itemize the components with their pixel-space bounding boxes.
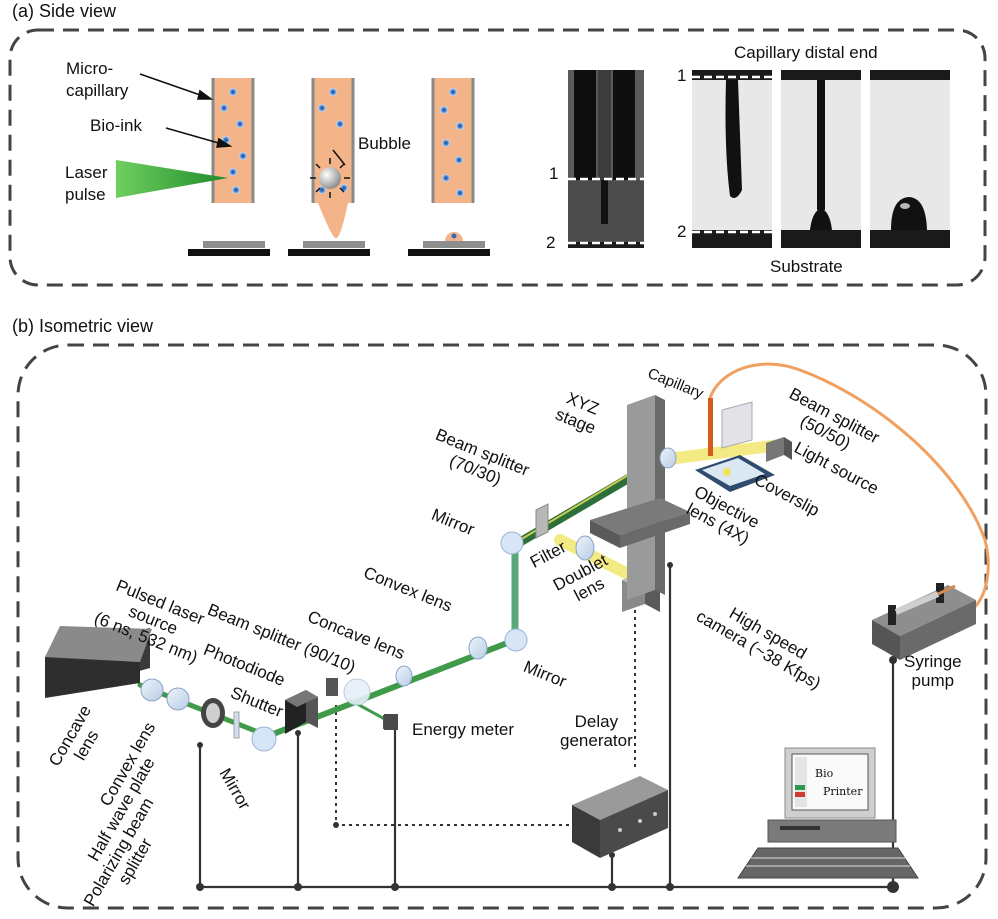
capillary-stage-2 xyxy=(288,78,370,256)
label-microcapillary: Micro- capillary xyxy=(66,59,129,100)
laser-pulse-beam xyxy=(116,160,228,198)
high-speed-image-sequence-right xyxy=(692,70,950,248)
label-delay-generator: Delay generator xyxy=(560,712,633,750)
syringe-pump xyxy=(872,583,976,660)
panel-b-title: (b) Isometric view xyxy=(12,316,154,336)
bubble-icon xyxy=(319,167,341,189)
mark-1-right: 1 xyxy=(677,66,687,85)
objective-coverslip xyxy=(659,447,775,492)
mark-1-left: 1 xyxy=(549,164,559,183)
optics-middle xyxy=(395,503,595,687)
screen-text-bio: Bio xyxy=(815,767,834,780)
label-bubble: Bubble xyxy=(358,134,411,153)
mark-2-left: 2 xyxy=(546,233,556,252)
label-syringe-pump: Syringe pump xyxy=(904,652,962,690)
expansion-arrows xyxy=(310,158,350,198)
high-speed-image-sequence-left xyxy=(568,70,644,248)
energy-meter-head xyxy=(384,714,398,730)
capillary-stage-1 xyxy=(188,78,270,256)
capillary-tube xyxy=(708,362,990,618)
capillary-stage-3 xyxy=(408,78,490,256)
shutter xyxy=(285,690,318,734)
delay-generator xyxy=(572,776,668,858)
panel-b-frame xyxy=(16,343,988,910)
xyz-stage xyxy=(590,395,690,600)
screen-text-printer: Printer xyxy=(823,785,863,798)
label-laser-pulse: Laser pulse xyxy=(65,163,108,204)
wire-junctions xyxy=(196,562,899,893)
beam-splitter-50-50 xyxy=(721,401,792,462)
mark-2-right: 2 xyxy=(677,222,687,241)
label-substrate: Substrate xyxy=(770,257,843,276)
label-energy-meter: Energy meter xyxy=(412,720,515,739)
panel-a-frame xyxy=(8,28,987,287)
computer xyxy=(737,747,919,879)
pointer-arrows-a xyxy=(139,73,233,148)
label-bioink: Bio-ink xyxy=(90,116,142,135)
label-capillary-distal-end: Capillary distal end xyxy=(734,43,878,62)
panel-a-title: (a) Side view xyxy=(12,1,117,21)
optics-left xyxy=(140,678,277,752)
signal-wires xyxy=(198,565,895,889)
pulsed-laser-source xyxy=(45,626,152,698)
